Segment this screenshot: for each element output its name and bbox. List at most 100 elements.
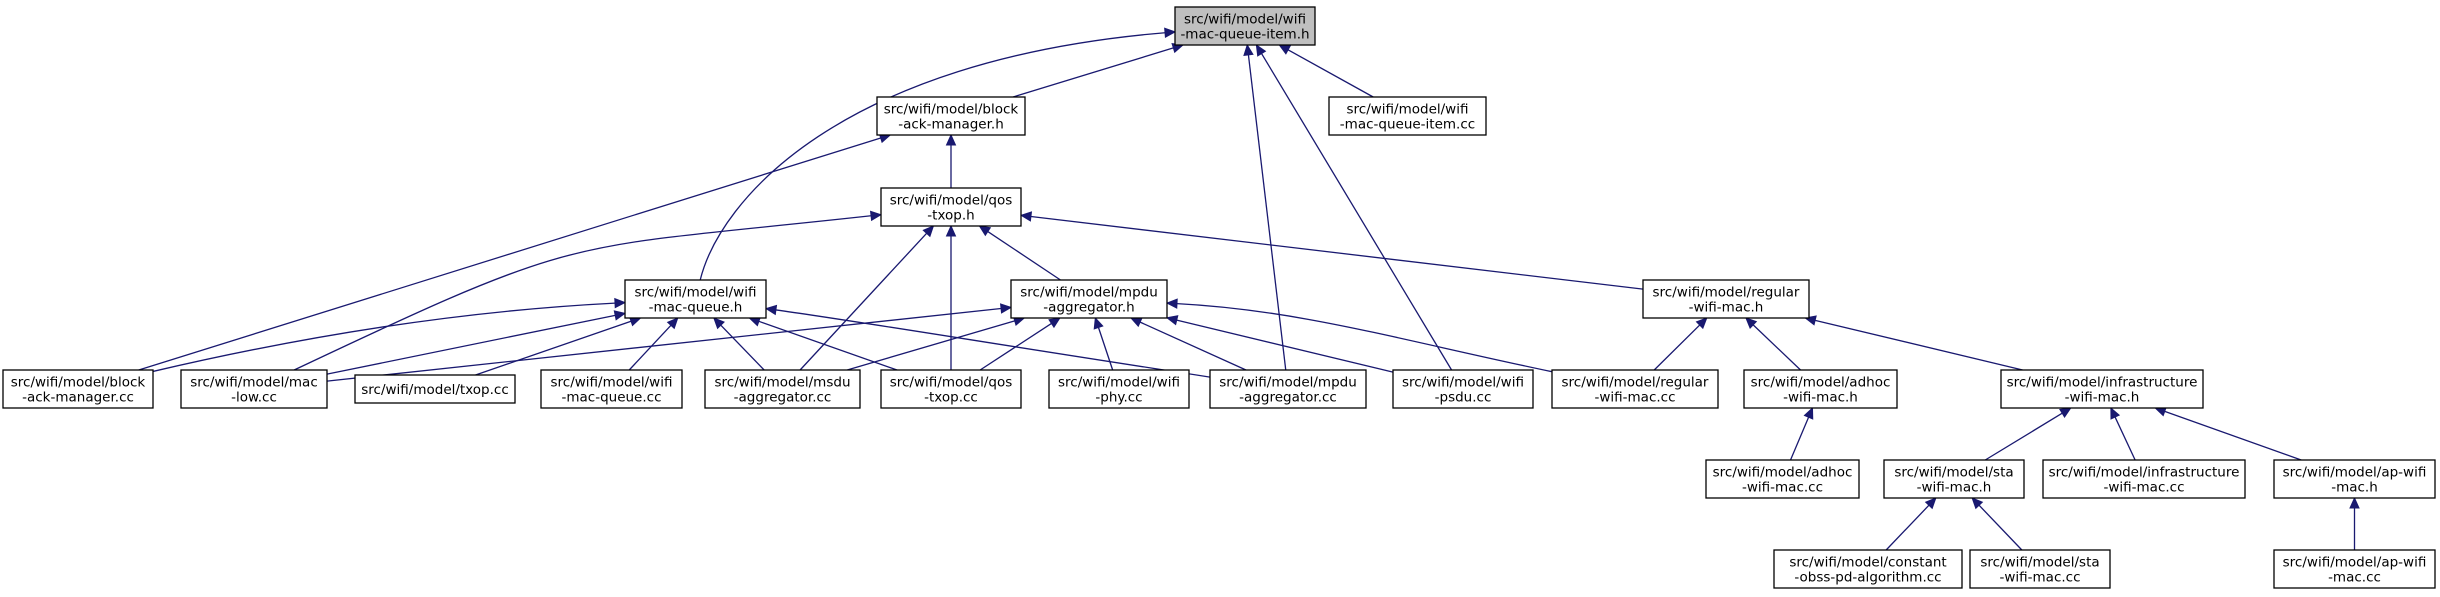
edge-arrowhead [1695, 317, 1708, 330]
node-box [1048, 369, 1190, 409]
node-sta-cc[interactable]: src/wifi/model/sta-wifi-mac.cc [1969, 549, 2111, 589]
node-box [1642, 279, 1810, 319]
edge-arrowhead [1048, 317, 1061, 329]
edge-obss_cc-to-sta_h [1885, 504, 1930, 551]
edge-wmqi_cc-to-root [1287, 49, 1374, 98]
edge-arrowhead [1129, 317, 1143, 328]
edge-qos_cc-to-wmq_h [758, 320, 898, 371]
node-label-line: -wifi-mac.h [1917, 480, 1992, 496]
node-label-line: -wifi-mac.cc [2103, 480, 2184, 496]
edge-arrowhead [666, 317, 679, 330]
edge-arrowhead [1093, 316, 1104, 330]
node-label-line: src/wifi/model/sta [1980, 555, 2099, 571]
node-qos-h[interactable]: src/wifi/model/qos-txop.h [880, 187, 1022, 227]
node-label-line: -wifi-mac.h [2065, 390, 2140, 406]
node-box [180, 369, 328, 409]
edge-psdu_cc-to-mpdu_h [1176, 319, 1394, 373]
node-wmq-cc[interactable]: src/wifi/model/wifi-mac-queue.cc [540, 369, 683, 409]
node-box [2, 369, 154, 409]
node-wmq-h[interactable]: src/wifi/model/wifi-mac-queue.h [624, 279, 767, 319]
node-box [876, 96, 1026, 136]
node-ap-h[interactable]: src/wifi/model/ap-wifi-mac.h [2273, 459, 2436, 499]
edge-arrowhead [1165, 298, 1178, 309]
node-psdu-cc[interactable]: src/wifi/model/wifi-psdu.cc [1392, 369, 1534, 409]
edge-infra_cc-to-infra_h [2114, 416, 2136, 461]
node-label-line: src/wifi/model/mpdu [1020, 285, 1158, 301]
node-box [1969, 549, 2111, 589]
node-wmqi-cc[interactable]: src/wifi/model/wifi-mac-queue-item.cc [1328, 96, 1487, 136]
node-box [1773, 549, 1963, 589]
node-reg-h[interactable]: src/wifi/model/regular-wifi-mac.h [1642, 279, 1810, 319]
node-phy-cc[interactable]: src/wifi/model/wifi-phy.cc [1048, 369, 1190, 409]
node-reg-cc[interactable]: src/wifi/model/regular-wifi-mac.cc [1551, 369, 1719, 409]
node-box [1551, 369, 1719, 409]
node-box [1010, 279, 1168, 319]
node-box [2273, 459, 2436, 499]
node-label-line: src/wifi/model/txop.cc [361, 382, 509, 398]
node-label-line: -wifi-mac.cc [1594, 390, 1675, 406]
node-box [624, 279, 767, 319]
node-label-line: -aggregator.cc [734, 390, 832, 406]
node-label-line: src/wifi/model/wifi [1058, 375, 1180, 391]
node-label-line: src/wifi/model/ap-wifi [2283, 465, 2427, 481]
node-box [540, 369, 683, 409]
node-label-line: -mac-queue.cc [561, 390, 661, 406]
node-label-line: -wifi-mac.cc [1999, 570, 2080, 586]
node-label-line: -phy.cc [1095, 390, 1142, 406]
node-maclow-cc[interactable]: src/wifi/model/mac-low.cc [180, 369, 328, 409]
node-label-line: -ack-manager.h [898, 117, 1004, 133]
node-adhoc-h[interactable]: src/wifi/model/adhoc-wifi-mac.h [1743, 369, 1898, 409]
node-label-line: src/wifi/model/adhoc [1751, 375, 1891, 391]
node-box [880, 187, 1022, 227]
edge-arrowhead [2349, 496, 2360, 509]
node-label-line: src/wifi/model/sta [1894, 465, 2013, 481]
edge-arrowhead [1165, 315, 1179, 326]
edges-layer [138, 27, 2360, 551]
node-ap-cc[interactable]: src/wifi/model/ap-wifi-mac.cc [2273, 549, 2436, 589]
node-label-line: -ack-manager.cc [22, 390, 134, 406]
node-label-line: -mac.h [2331, 480, 2378, 496]
node-bam-cc[interactable]: src/wifi/model/block-ack-manager.cc [2, 369, 154, 409]
node-mpdu-cc[interactable]: src/wifi/model/mpdu-aggregator.cc [1209, 369, 1367, 409]
edge-arrowhead [764, 304, 778, 316]
node-label-line: src/wifi/model/regular [1562, 375, 1709, 391]
node-box [2000, 369, 2204, 409]
node-label-line: -psdu.cc [1435, 390, 1492, 406]
edge-sta_h-to-infra_h [1984, 412, 2063, 461]
edge-psdu_cc-to-root [1261, 53, 1453, 371]
node-qos-cc[interactable]: src/wifi/model/qos-txop.cc [880, 369, 1022, 409]
node-label-line: src/wifi/model/wifi [1184, 12, 1306, 28]
node-label-line: src/wifi/model/wifi [1402, 375, 1524, 391]
node-label-line: -wifi-mac.h [1783, 390, 1858, 406]
nodes-layer: src/wifi/model/wifi-mac-queue-item.hsrc/… [2, 6, 2436, 589]
node-label-line: src/wifi/model/block [11, 375, 146, 391]
node-adhoc-cc[interactable]: src/wifi/model/adhoc-wifi-mac.cc [1705, 459, 1860, 499]
node-obss-cc[interactable]: src/wifi/model/constant-obss-pd-algorith… [1773, 549, 1963, 589]
edge-arrowhead [869, 210, 883, 222]
node-mpdu-h[interactable]: src/wifi/model/mpdu-aggregator.h [1010, 279, 1168, 319]
edge-arrowhead [1803, 406, 1814, 420]
node-root[interactable]: src/wifi/model/wifi-mac-queue-item.h [1174, 6, 1316, 46]
edge-arrowhead [978, 225, 992, 237]
edge-arrowhead [945, 133, 957, 146]
node-infra-h[interactable]: src/wifi/model/infrastructure-wifi-mac.h [2000, 369, 2204, 409]
edge-arrowhead [1278, 44, 1292, 55]
node-label-line: src/wifi/model/wifi [551, 375, 673, 391]
node-txop-cc[interactable]: src/wifi/model/txop.cc [354, 374, 516, 404]
node-msdu-cc[interactable]: src/wifi/model/msdu-aggregator.cc [704, 369, 861, 409]
edge-reg_cc-to-reg_h [1653, 324, 1701, 371]
node-label-line: -low.cc [231, 390, 277, 406]
edge-wmq_cc-to-wmq_h [628, 324, 672, 371]
node-bam-h[interactable]: src/wifi/model/block-ack-manager.h [876, 96, 1026, 136]
node-sta-h[interactable]: src/wifi/model/sta-wifi-mac.h [1883, 459, 2025, 499]
edge-msdu_cc-to-wmq_h [720, 324, 765, 371]
node-label-line: src/wifi/model/qos [890, 193, 1013, 209]
node-infra-cc[interactable]: src/wifi/model/infrastructure-wifi-mac.c… [2042, 459, 2246, 499]
node-box [1392, 369, 1534, 409]
edge-arrowhead [2110, 406, 2121, 420]
edge-arrowhead [1255, 43, 1267, 57]
node-box [704, 369, 861, 409]
node-label-line: -aggregator.h [1043, 300, 1134, 316]
